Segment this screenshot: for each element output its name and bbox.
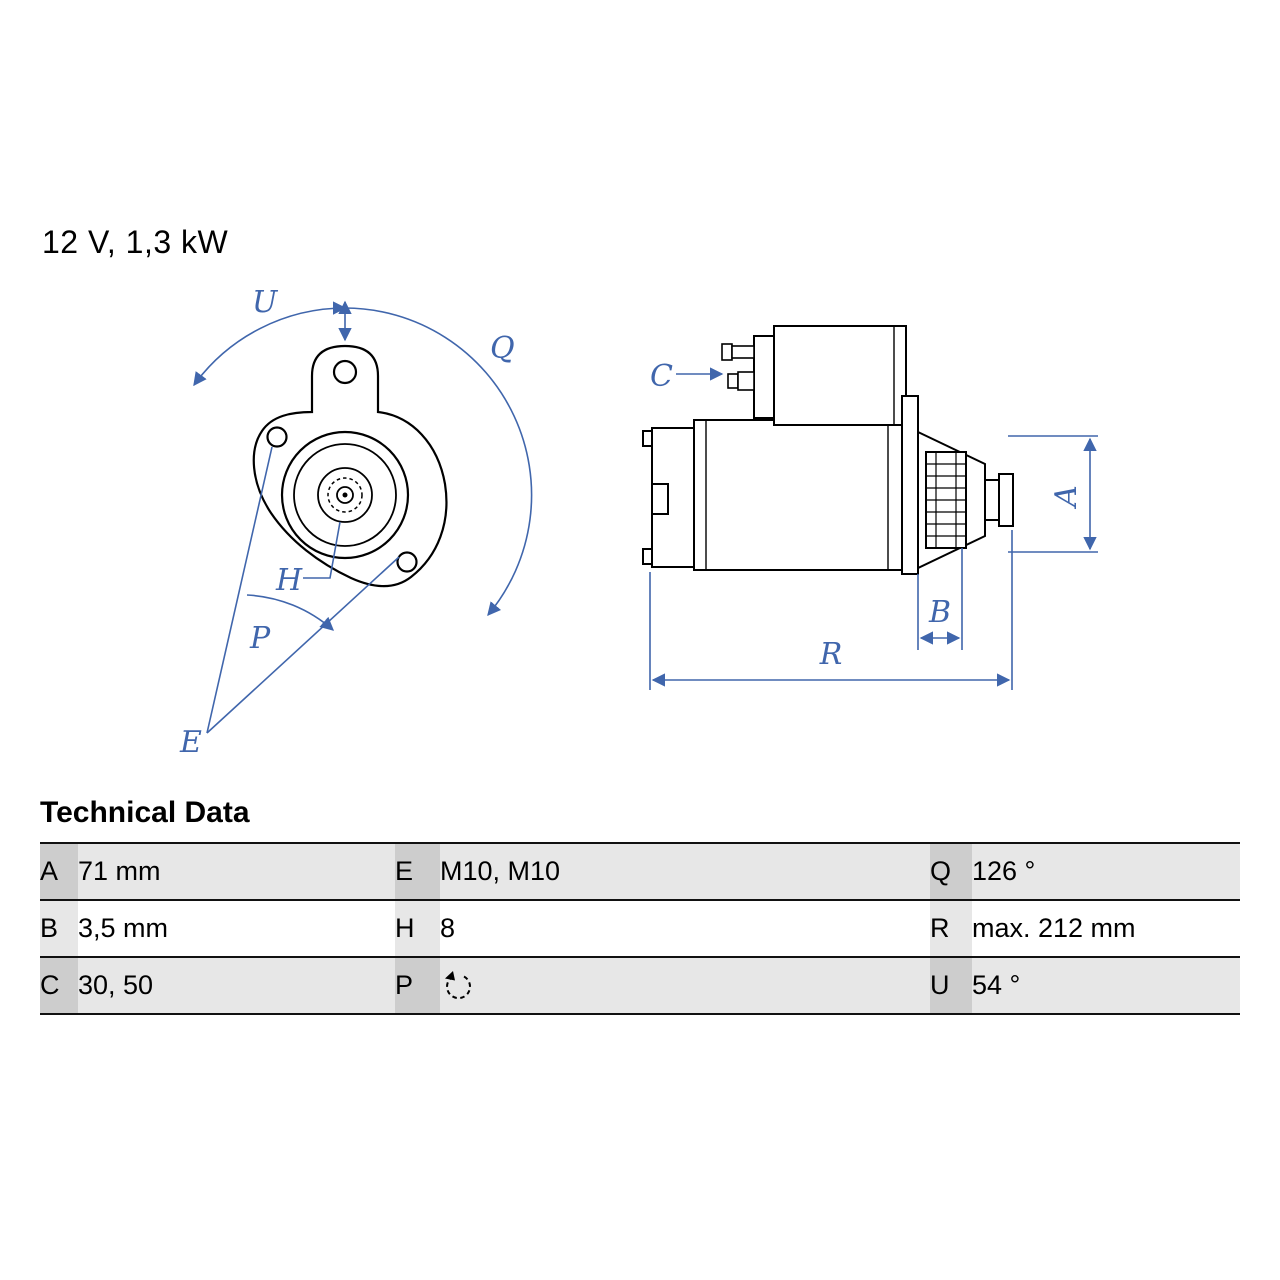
terminal-stud-upper: [731, 345, 755, 359]
terminal-stud-lower: [737, 371, 755, 391]
spec-value-cell: 30, 50: [78, 957, 395, 1014]
table-row: A 71 mm E M10, M10 Q 126 °: [40, 843, 1240, 900]
table-row: C 30, 50 P U 54 °: [40, 957, 1240, 1014]
front-view: [252, 344, 448, 588]
drive-end-plate: [901, 395, 919, 575]
spec-key-cell: U: [930, 957, 972, 1014]
mount-hole-lower-right: [396, 551, 418, 573]
leader-line-e-lower: [206, 556, 400, 734]
shaft-end-nut: [998, 473, 1014, 527]
motor-body: [693, 419, 903, 571]
shaft-bore-circle: [336, 486, 354, 504]
dimension-label-p: P: [249, 621, 271, 656]
spec-value-cell: [440, 957, 930, 1014]
starter-motor-drawing: U Q H P E C A: [179, 285, 1098, 760]
pinion-teeth-dashed-circle: [327, 477, 363, 513]
hub-circle: [317, 467, 373, 523]
leader-line-h: [303, 521, 341, 579]
dimension-label-c: C: [650, 359, 673, 394]
technical-data-table: A 71 mm E M10, M10 Q 126 ° B 3,5 mm H 8 …: [40, 842, 1240, 1015]
flange-face-inner-circle: [293, 443, 397, 547]
solenoid-cap: [753, 335, 775, 419]
dimension-label-q: Q: [490, 331, 515, 366]
spec-key-cell: H: [395, 900, 440, 957]
front-view-dimensions: [193, 300, 533, 734]
dimension-label-b: B: [928, 595, 951, 630]
dimension-label-r: R: [819, 637, 843, 672]
spec-key-cell: Q: [930, 843, 972, 900]
side-view: [642, 325, 1014, 575]
solenoid-body: [773, 325, 907, 426]
spec-key-cell: A: [40, 843, 78, 900]
rear-bracket-notch: [651, 483, 669, 515]
angle-arc-q: [344, 307, 533, 617]
spec-value-cell: 3,5 mm: [78, 900, 395, 957]
spec-value-cell: 71 mm: [78, 843, 395, 900]
terminal-stud-upper-nut: [721, 343, 733, 361]
technical-data-heading: Technical Data: [40, 796, 250, 829]
mount-hole-upper-left: [266, 426, 288, 448]
voltage-power-spec: 12 V, 1,3 kW: [42, 224, 229, 260]
table-row: B 3,5 mm H 8 R max. 212 mm: [40, 900, 1240, 957]
angle-arc-u: [193, 301, 347, 387]
spec-key-cell: R: [930, 900, 972, 957]
spec-value-cell: 54 °: [972, 957, 1240, 1014]
dimension-label-h: H: [275, 563, 303, 598]
spec-value-cell: 8: [440, 900, 930, 957]
spec-key-cell: P: [395, 957, 440, 1014]
spec-key-cell: B: [40, 900, 78, 957]
dimension-label-e: E: [179, 725, 202, 760]
terminal-stud-lower-nut: [727, 373, 739, 389]
leader-line-e-upper: [206, 446, 273, 734]
dimension-label-a: A: [1049, 485, 1084, 510]
spec-key-cell: E: [395, 843, 440, 900]
pinion-gear-teeth: [926, 452, 966, 548]
spec-key-cell: C: [40, 957, 78, 1014]
spec-value-cell: M10, M10: [440, 843, 930, 900]
drive-shaft: [984, 479, 1000, 521]
center-point: [342, 492, 348, 498]
dimension-label-u: U: [252, 285, 279, 320]
tab-hole: [332, 359, 358, 385]
spec-value-cell: 126 °: [972, 843, 1240, 900]
rotation-ccw-icon: [445, 970, 471, 999]
side-view-dimensions: [649, 367, 1098, 690]
mounting-flange-outline: [252, 344, 448, 588]
spec-value-cell: max. 212 mm: [972, 900, 1240, 957]
flange-face-outer-circle: [280, 430, 410, 560]
